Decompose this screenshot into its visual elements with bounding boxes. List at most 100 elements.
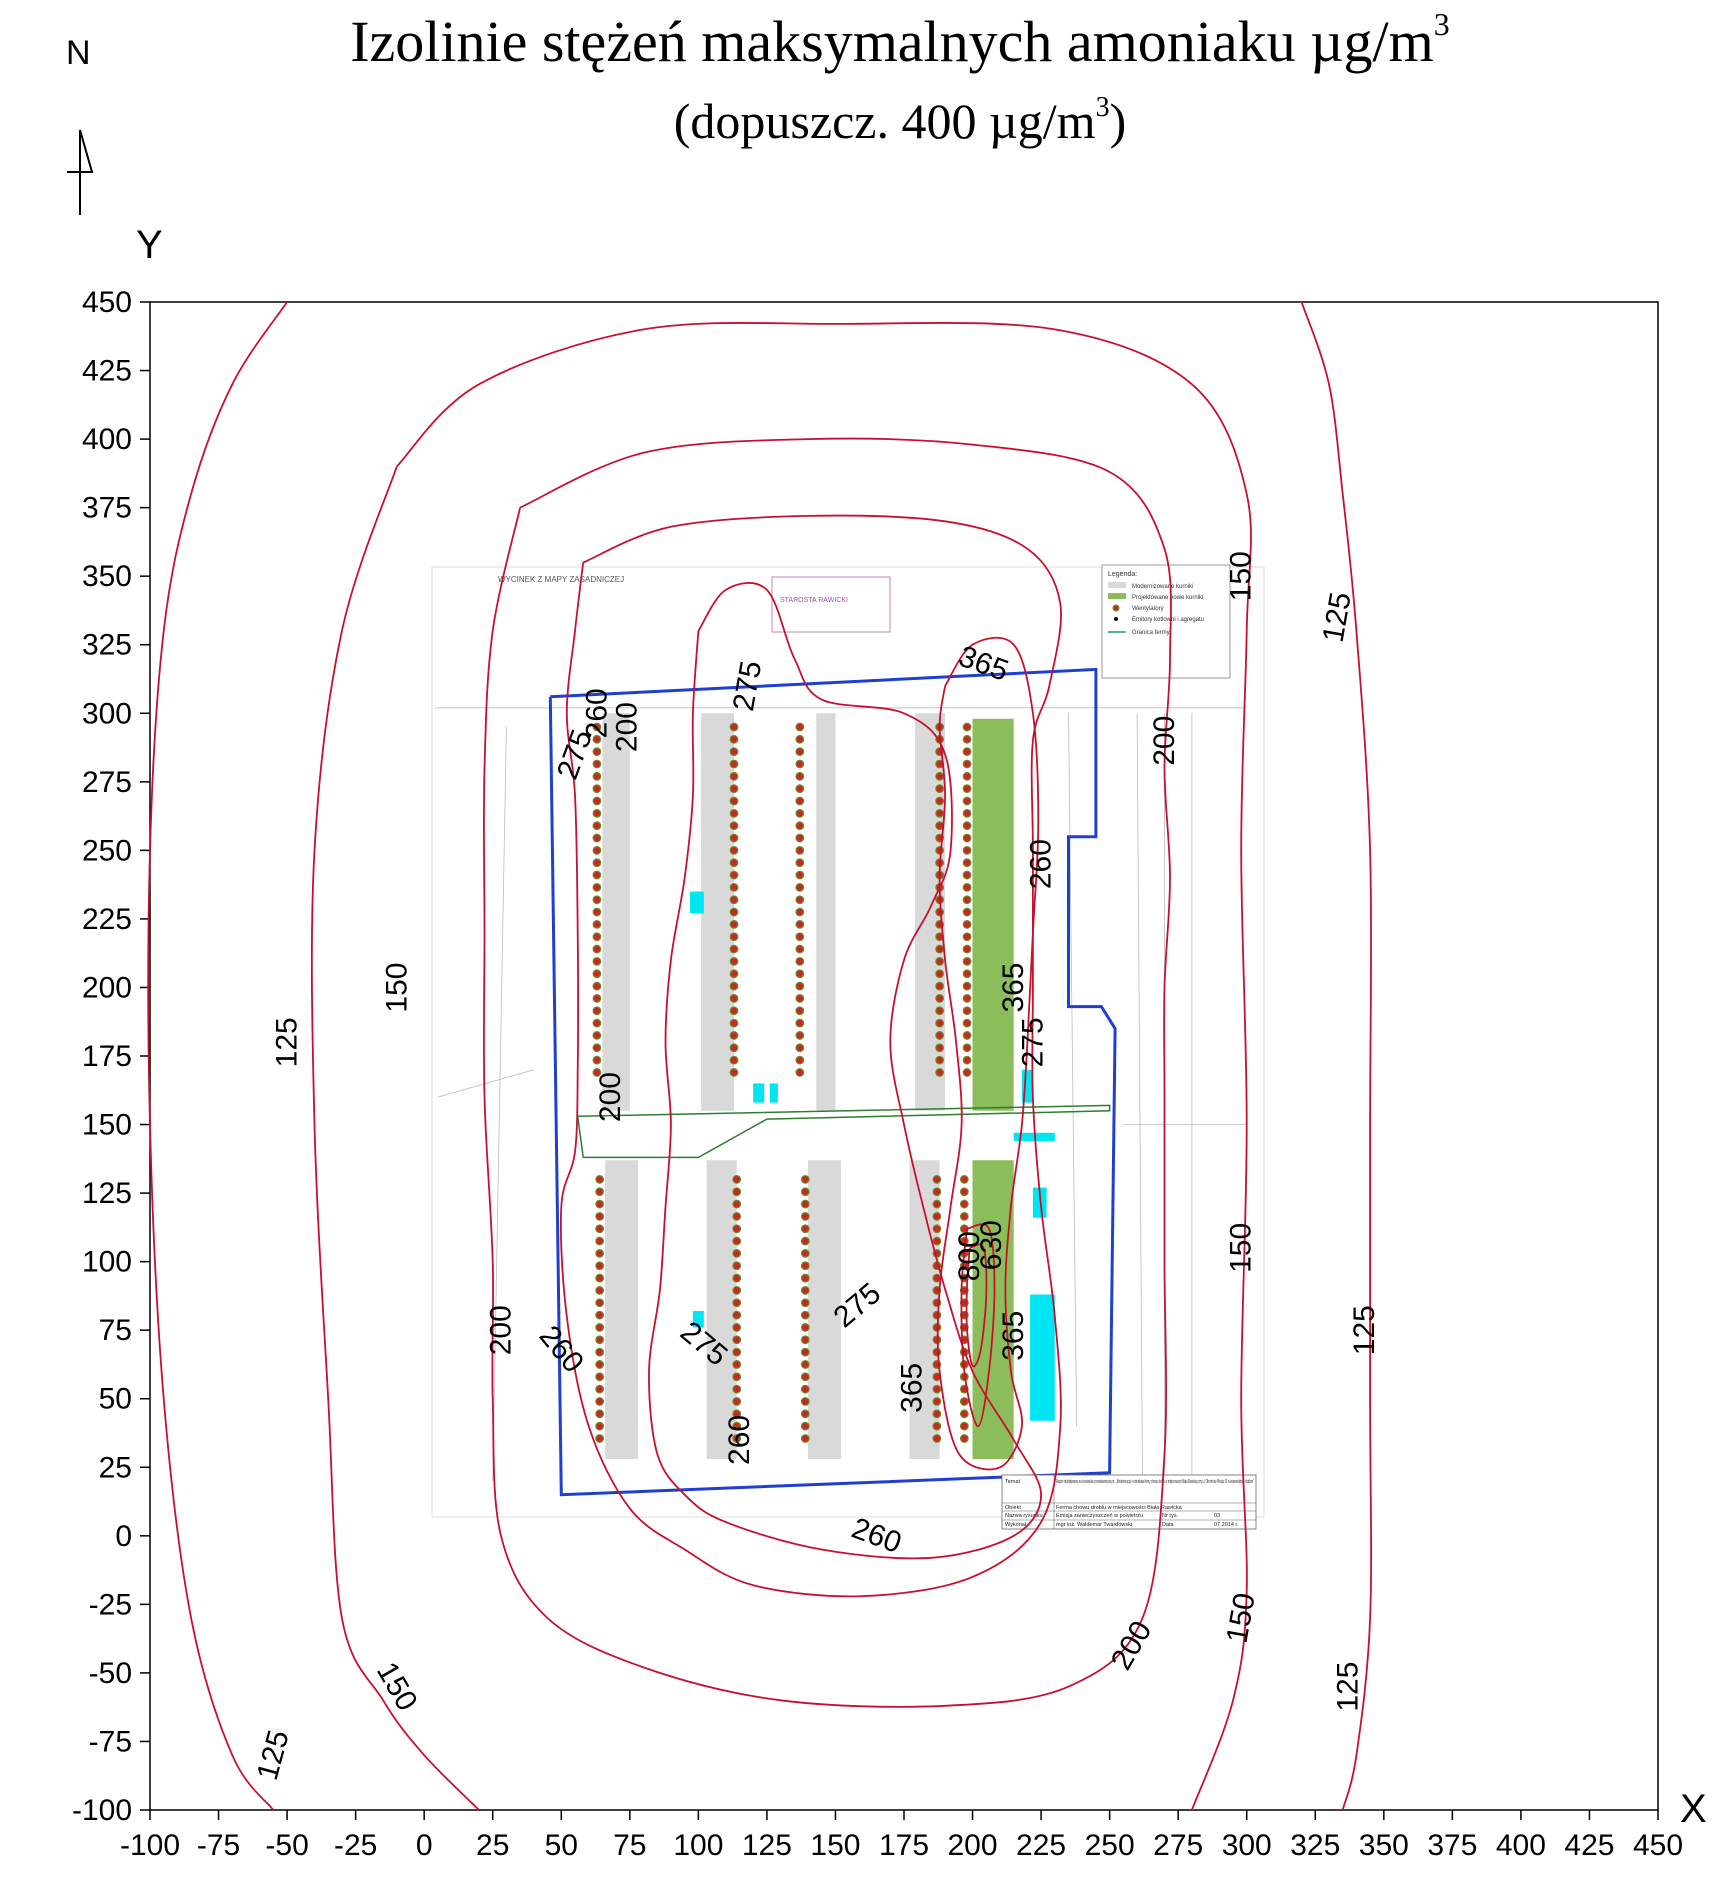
existing-house xyxy=(701,713,734,1111)
fan-emitter xyxy=(732,1199,742,1209)
fan-emitter xyxy=(795,821,805,831)
map-subtitle: (dopuszcz. 400 µg/m3) xyxy=(0,92,1716,150)
fan-emitter xyxy=(935,1006,945,1016)
y-tick-label: 150 xyxy=(82,1109,132,1142)
x-tick-label: 25 xyxy=(476,1829,509,1862)
fan-emitter xyxy=(592,759,602,769)
fan-emitter xyxy=(595,1187,605,1197)
y-tick-label: 350 xyxy=(82,560,132,593)
fan-emitter xyxy=(732,1434,742,1443)
isoline-label: 365 xyxy=(997,962,1030,1012)
isoline-label: 125 xyxy=(271,1017,304,1067)
title-block-drawing-no-label: Nr rys. xyxy=(1162,1513,1179,1519)
fan-emitter xyxy=(795,870,805,880)
legend-item-emitter: Emitory kotlowni i agregatu xyxy=(1132,617,1204,623)
fan-emitter xyxy=(595,1409,605,1419)
technical-object xyxy=(769,1083,778,1103)
legend-title: Legenda: xyxy=(1108,571,1137,578)
fan-emitter xyxy=(795,845,805,855)
fan-emitter xyxy=(729,1068,739,1077)
site-line xyxy=(1068,713,1078,1427)
north-label: N xyxy=(66,34,91,72)
fan-emitter xyxy=(795,919,805,929)
isoline-150 xyxy=(310,466,480,1811)
poultry-houses xyxy=(602,713,1014,1459)
fan-emitter xyxy=(592,796,602,806)
map-subtitle-close: ) xyxy=(1109,93,1127,149)
fan-emitter xyxy=(732,1261,742,1271)
fan-emitter xyxy=(932,1409,942,1419)
y-axis-name: Y xyxy=(136,223,163,267)
title-block-drawing-label: Nazwa rysunku xyxy=(1005,1513,1043,1519)
fan-emitter xyxy=(962,957,972,966)
fan-emitter xyxy=(800,1434,810,1443)
fan-emitter xyxy=(592,1031,602,1040)
fan-emitter xyxy=(800,1286,810,1295)
road-outline xyxy=(576,1104,1111,1159)
fan-emitter xyxy=(962,1043,972,1053)
fan-emitter xyxy=(595,1384,605,1394)
plan-legend: Legenda: Modernizowane kurniki Projektow… xyxy=(1101,564,1231,679)
fan-emitter xyxy=(732,1211,742,1221)
fan-emitter xyxy=(932,1224,942,1234)
fan-emitter xyxy=(932,1187,942,1197)
fan-emitter xyxy=(962,747,972,757)
fan-emitter xyxy=(962,734,972,744)
fan-emitter xyxy=(932,1384,942,1394)
fan-emitter xyxy=(729,722,739,732)
x-tick-label: 150 xyxy=(810,1829,860,1862)
fan-emitter xyxy=(595,1249,605,1258)
isoline-label: 365 xyxy=(997,1311,1030,1361)
y-tick-label: 375 xyxy=(82,492,132,525)
existing-house xyxy=(808,1160,841,1459)
x-tick-label: 100 xyxy=(673,1829,723,1862)
isoline-label: 260 xyxy=(1025,839,1058,889)
fan-emitter xyxy=(592,1018,602,1028)
fan-emitter xyxy=(795,882,805,892)
fan-emitter xyxy=(932,1335,942,1345)
fan-emitter xyxy=(729,1018,739,1028)
fan-emitter xyxy=(800,1397,810,1406)
fan-emitter xyxy=(935,1031,945,1040)
x-tick-label: 250 xyxy=(1085,1829,1135,1862)
y-tick-label: -25 xyxy=(89,1588,132,1621)
site-line xyxy=(1136,713,1143,1482)
fan-emitter xyxy=(962,944,972,954)
isoline-150 xyxy=(396,321,1252,1811)
fan-emitter xyxy=(962,882,972,892)
title-block-date-label: Data xyxy=(1162,1522,1175,1528)
fan-emitter xyxy=(729,771,739,781)
y-axis: 4504254003753503253002752502252001751501… xyxy=(72,286,150,1827)
x-tick-label: 225 xyxy=(1016,1829,1066,1862)
fan-emitter xyxy=(729,1043,739,1053)
existing-house xyxy=(605,1160,638,1459)
x-tick-label: 425 xyxy=(1564,1829,1614,1862)
fan-emitter xyxy=(592,994,602,1003)
fan-emitter xyxy=(592,919,602,929)
fan-emitter xyxy=(800,1421,810,1431)
legend-swatch-new xyxy=(1108,593,1126,599)
fan-emitter xyxy=(935,1043,945,1053)
map-title-text: Izolinie stężeń maksymalnych amoniaku µg… xyxy=(350,9,1434,74)
fan-emitter xyxy=(795,969,805,979)
isoline-label: 365 xyxy=(896,1363,929,1413)
farm-boundary xyxy=(548,667,1117,1497)
fan-emitter xyxy=(595,1211,605,1221)
isoline-125 xyxy=(147,301,288,1811)
fan-emitter xyxy=(595,1261,605,1271)
y-tick-label: 175 xyxy=(82,1040,132,1073)
fan-emitter xyxy=(595,1421,605,1431)
fan-emitter xyxy=(595,1310,605,1320)
fan-emitter xyxy=(795,932,805,942)
fan-emitter xyxy=(732,1409,742,1419)
fan-emitter xyxy=(962,1006,972,1016)
fan-emitter xyxy=(592,808,602,818)
fan-emitter xyxy=(729,784,739,794)
title-block-topic-label: Temat xyxy=(1005,1479,1020,1485)
fan-emitter xyxy=(795,1068,805,1077)
fan-emitter xyxy=(795,722,805,732)
x-tick-label: -50 xyxy=(265,1829,308,1862)
existing-house xyxy=(909,1160,940,1459)
x-tick-label: -100 xyxy=(120,1829,180,1862)
